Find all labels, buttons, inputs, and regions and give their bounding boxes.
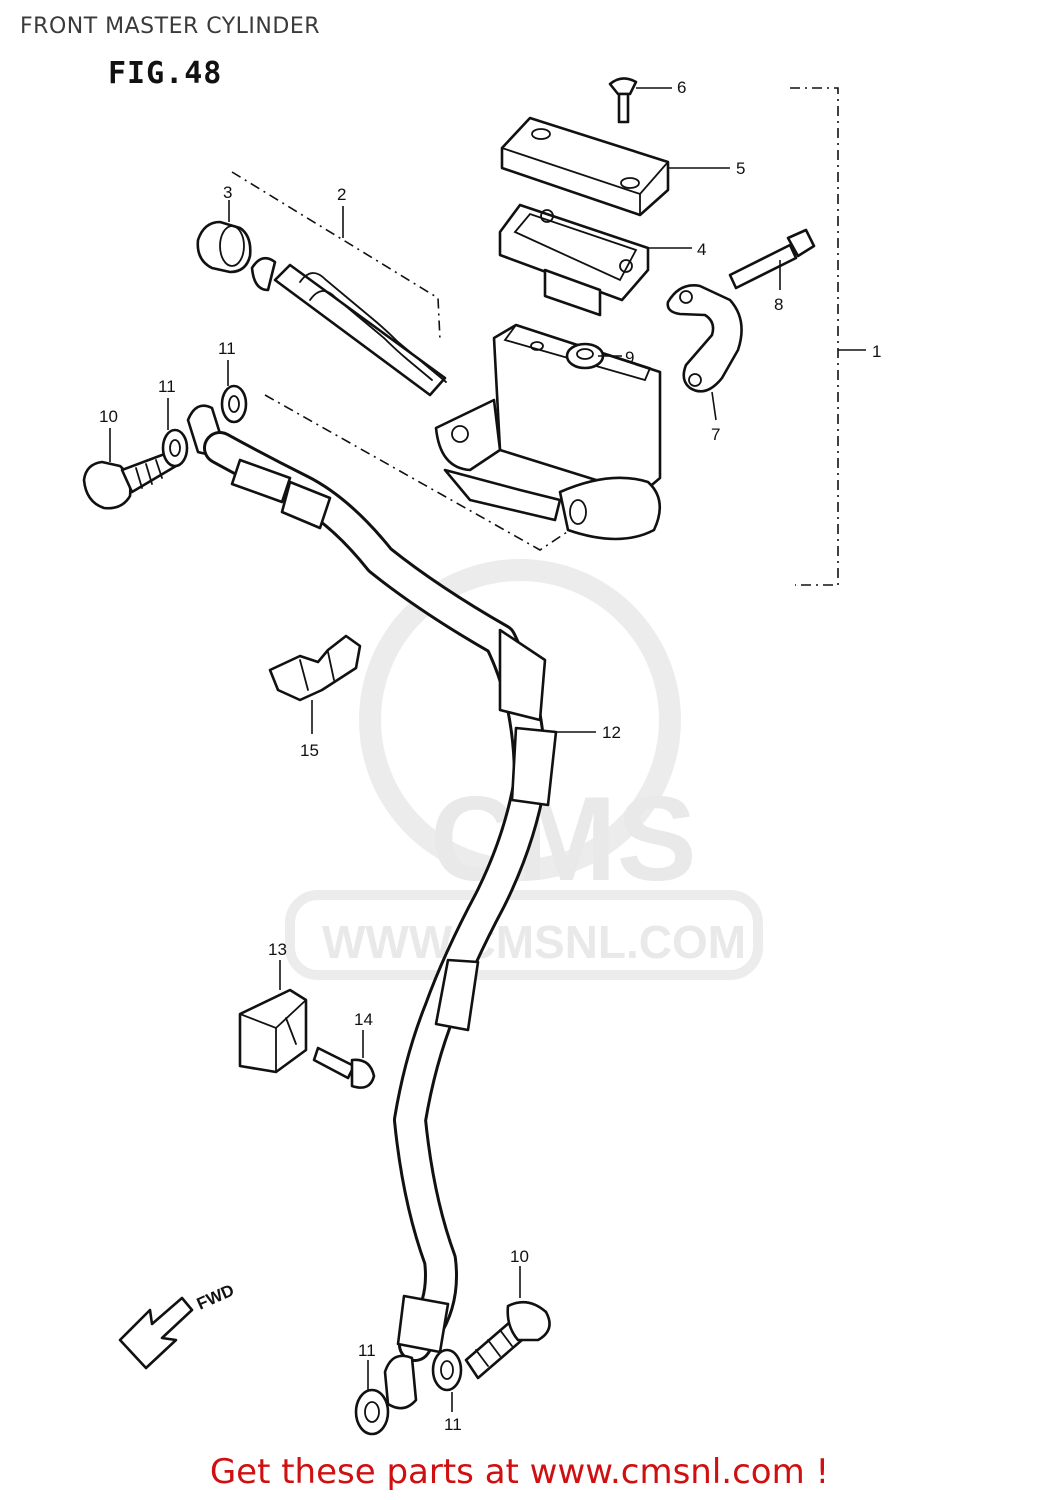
part-5-reservoir-cap (500, 116, 730, 217)
part-12-brake-hose (186, 404, 596, 1410)
part-11-washer-c (354, 1360, 390, 1436)
callout-11-b: 11 (158, 377, 176, 396)
assembly-bracket (790, 87, 839, 586)
callout-labels: 1 2 3 4 5 6 7 8 9 10 10 11 11 11 11 12 1… (99, 78, 881, 1434)
callout-7: 7 (711, 425, 720, 444)
part-3-boot (196, 200, 252, 274)
callout-11-d: 11 (444, 1415, 462, 1434)
callout-15: 15 (300, 741, 319, 760)
callout-10-lower: 10 (510, 1247, 529, 1266)
callout-13: 13 (268, 940, 287, 959)
arrow-left-down-icon (118, 1296, 194, 1370)
part-4-diaphragm (498, 203, 692, 317)
part-11-washer-b (220, 360, 248, 424)
callout-10-upper: 10 (99, 407, 118, 426)
part-10-union-bolt-lower (464, 1266, 551, 1380)
callout-11-c: 11 (358, 1341, 376, 1360)
callout-8: 8 (774, 295, 783, 314)
fwd-direction-marker: FWD (118, 1281, 237, 1370)
part-13-clamp (238, 960, 308, 1074)
callout-3: 3 (223, 183, 232, 202)
callout-9: 9 (625, 348, 634, 367)
part-10-union-bolt-upper (82, 428, 178, 510)
part-14-screw (312, 1030, 376, 1089)
callout-11-a: 11 (218, 339, 236, 358)
callout-2: 2 (337, 185, 346, 204)
watermark-brand: CMS (430, 772, 697, 906)
part-8-bolt (728, 228, 816, 290)
fwd-label: FWD (194, 1281, 237, 1314)
part-15-clamp (268, 634, 362, 734)
part-11-washer-a (161, 398, 189, 468)
page-title: FRONT MASTER CYLINDER (20, 14, 321, 39)
callout-5: 5 (736, 159, 745, 178)
figure-label: FIG.48 (108, 56, 223, 91)
callout-12: 12 (602, 723, 621, 742)
callout-4: 4 (697, 240, 706, 259)
get-parts-link[interactable]: Get these parts at www.cmsnl.com ! (209, 1452, 830, 1492)
watermark-url: WWW.CMSNL.COM (322, 916, 746, 968)
callout-1: 1 (872, 342, 881, 361)
callout-6: 6 (677, 78, 686, 97)
part-6-screw (608, 77, 672, 124)
part-7-holder (666, 284, 743, 421)
callout-14: 14 (354, 1010, 373, 1029)
part-1-master-cylinder-body (434, 323, 662, 541)
part-11-washer-d (431, 1348, 463, 1412)
part-2-piston-assembly (231, 171, 447, 397)
